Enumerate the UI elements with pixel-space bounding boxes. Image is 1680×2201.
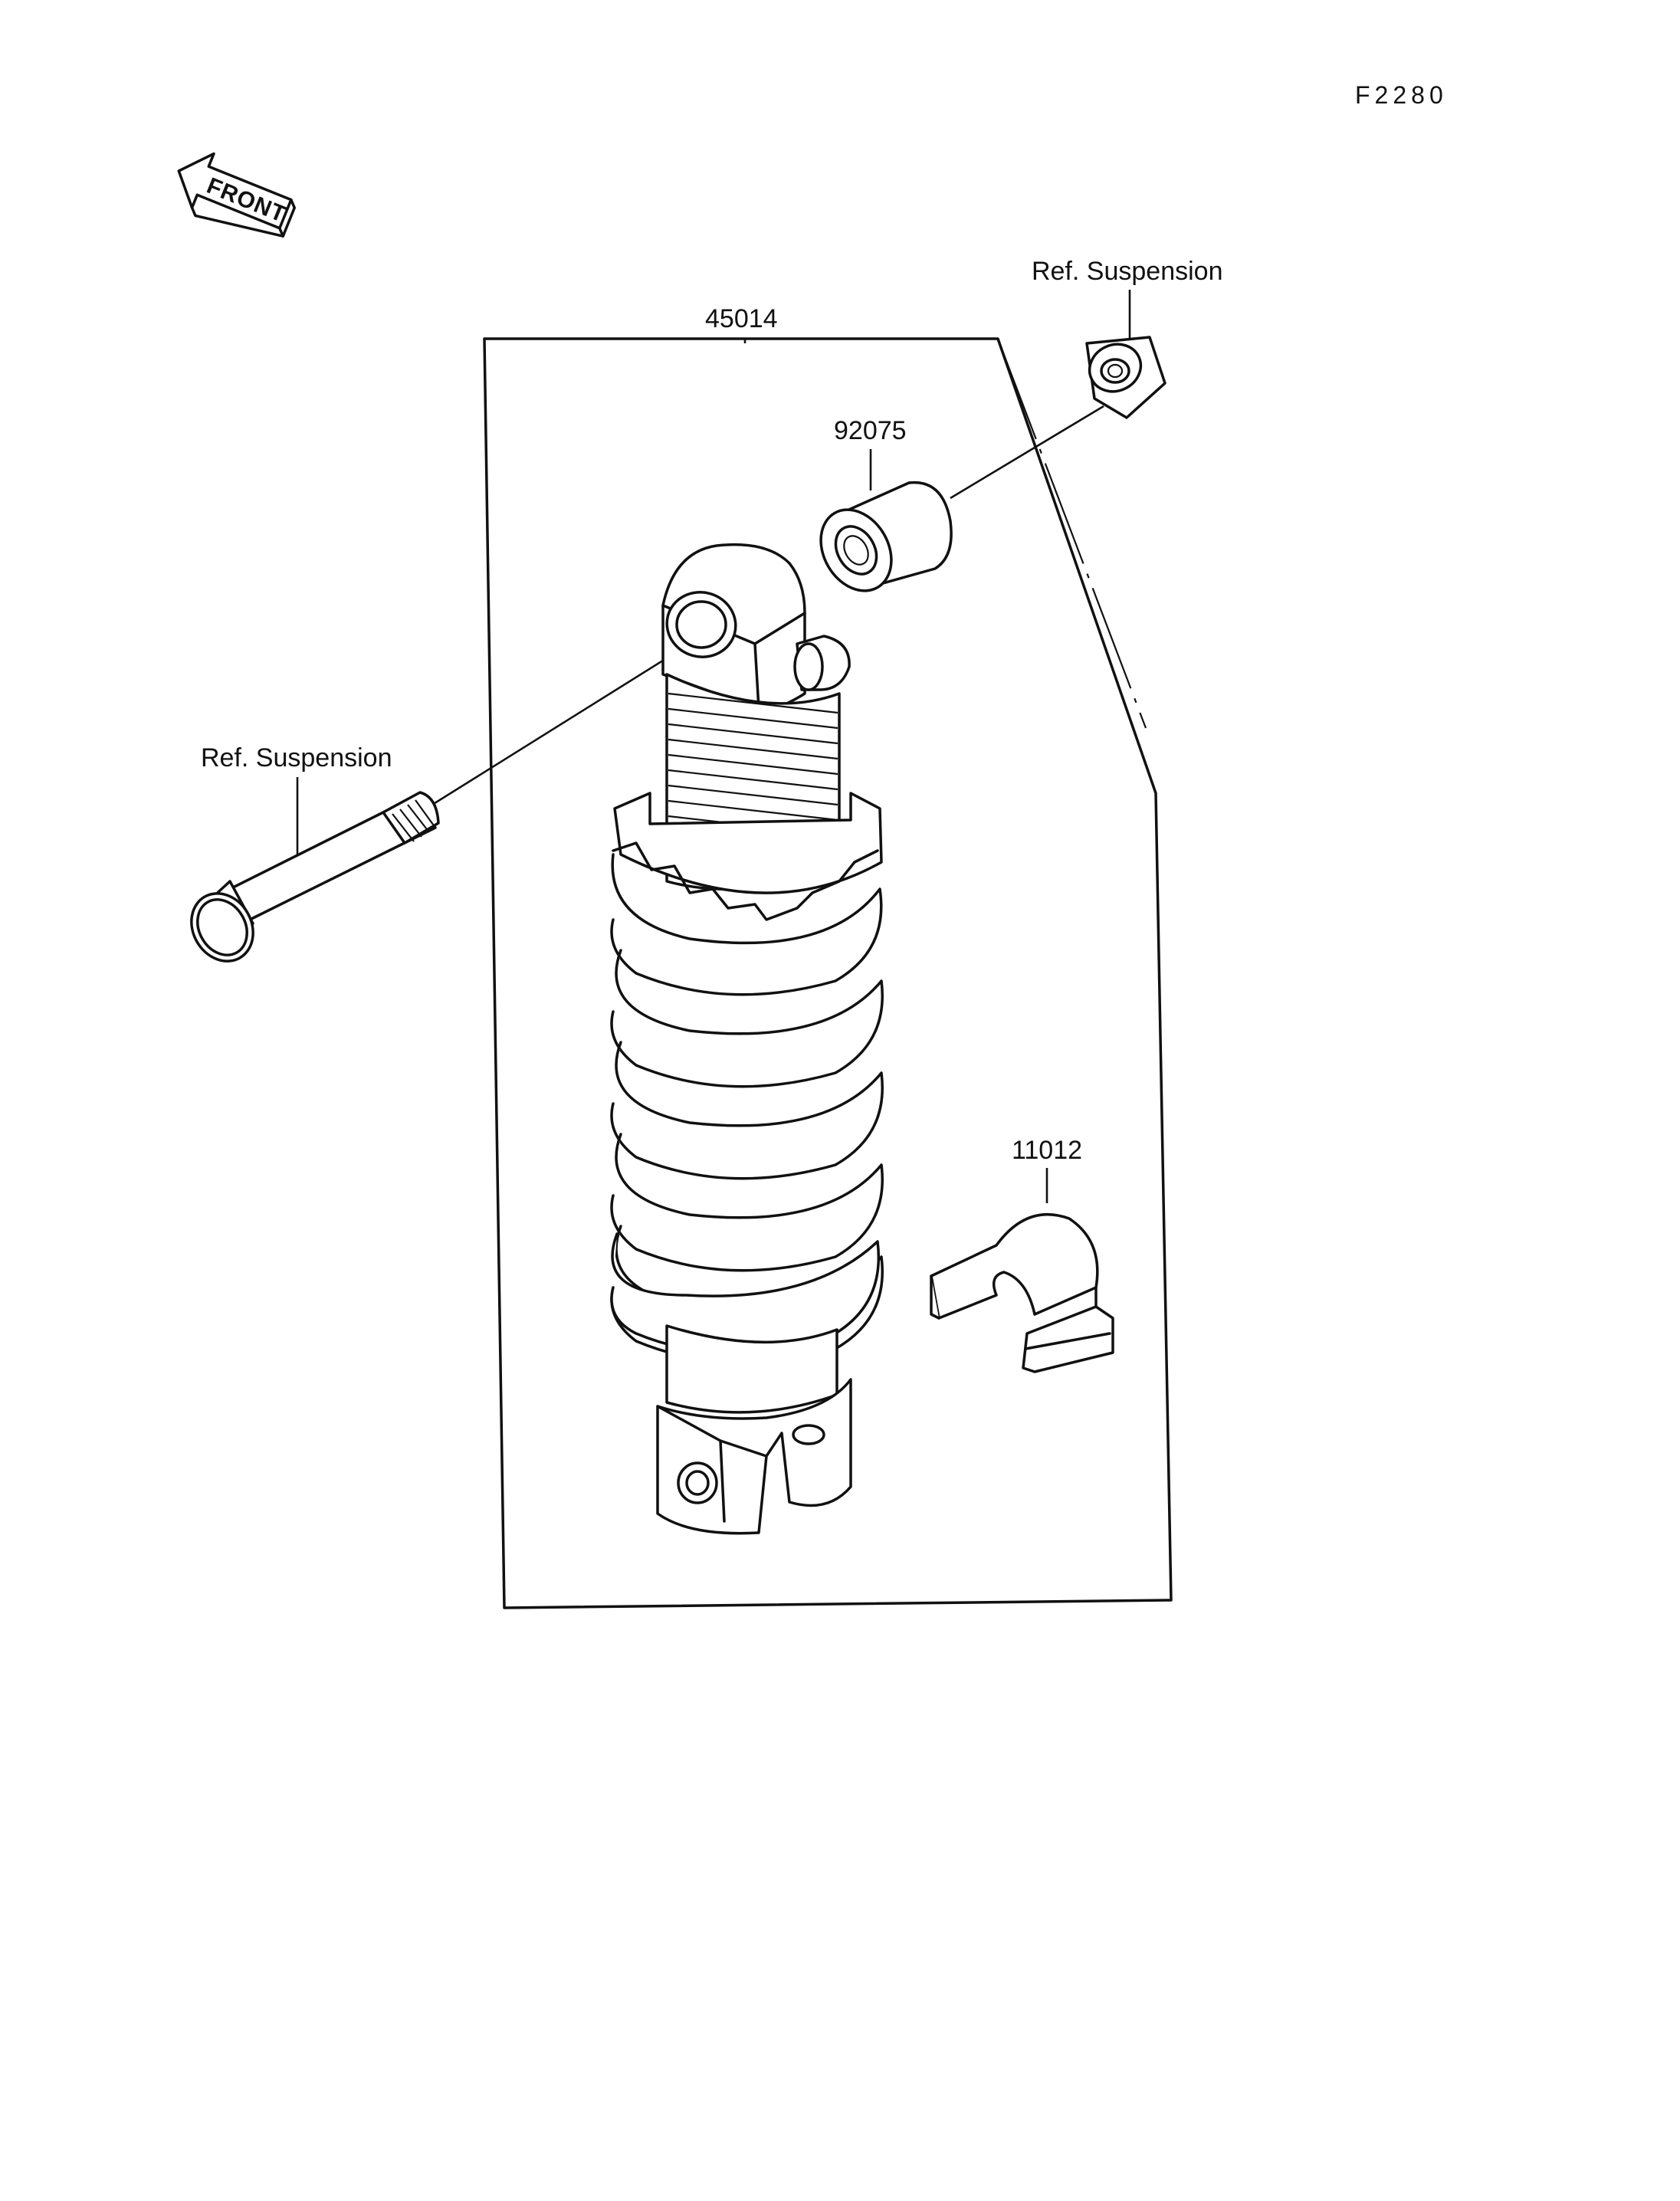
label-ref-left-text: Ref. Suspension bbox=[201, 743, 392, 772]
collar-icon bbox=[819, 481, 953, 592]
clamp-icon bbox=[930, 1212, 1114, 1373]
label-92075: 92075 bbox=[834, 416, 907, 490]
flange-nut-icon bbox=[1085, 336, 1166, 419]
spring-coils bbox=[610, 853, 884, 1364]
label-92075-text: 92075 bbox=[834, 416, 907, 445]
collar-axis-line bbox=[950, 405, 1104, 500]
label-ref-top: Ref. Suspension bbox=[1032, 257, 1223, 345]
bolt-icon bbox=[190, 791, 440, 963]
shock-absorber-icon bbox=[610, 543, 884, 1535]
label-ref-left: Ref. Suspension bbox=[201, 743, 392, 858]
label-11012: 11012 bbox=[1012, 1136, 1082, 1203]
label-ref-top-text: Ref. Suspension bbox=[1032, 257, 1223, 286]
assembly-outline bbox=[483, 337, 1173, 1609]
front-arrow-icon: FRONT bbox=[177, 152, 296, 238]
label-45014-text: 45014 bbox=[705, 304, 778, 333]
figure-code: F2280 bbox=[1355, 81, 1448, 109]
bolt-axis-line bbox=[425, 642, 691, 810]
label-11012-text: 11012 bbox=[1012, 1136, 1082, 1165]
label-45014: 45014 bbox=[705, 304, 778, 343]
